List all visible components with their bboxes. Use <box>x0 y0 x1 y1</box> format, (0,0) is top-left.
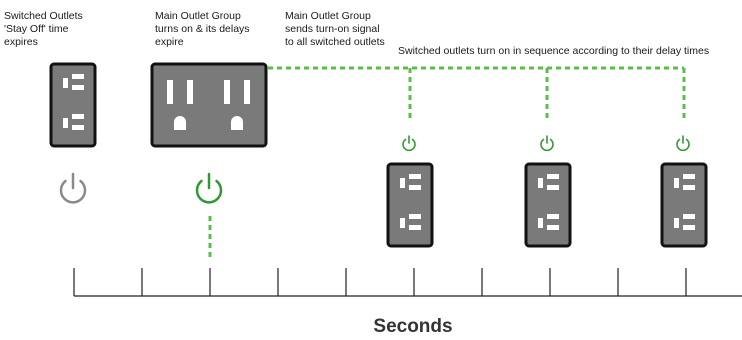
outlet-icon <box>386 162 434 248</box>
power-icon-green <box>195 172 223 204</box>
turn-on-signal-path <box>208 66 686 258</box>
main-group-label-line-3: expire <box>155 36 184 48</box>
axis-title: Seconds <box>373 316 453 337</box>
outlet-icon <box>49 62 97 148</box>
signal-label-line-3: to all switched outlets <box>285 36 385 48</box>
stay-off-label-line-2: 'Stay Off' time <box>4 23 69 35</box>
time-axis <box>73 268 742 297</box>
signal-label-line-2: sends turn-on signal <box>285 23 380 35</box>
signal-label-line-1: Main Outlet Group <box>285 10 371 22</box>
sequence-label: Switched outlets turn on in sequence acc… <box>398 45 710 57</box>
main-outlet-icon <box>150 62 268 148</box>
power-icon-small-2 <box>540 135 554 152</box>
outlet-icon <box>660 162 708 248</box>
power-icon-small-3 <box>676 135 690 152</box>
power-icon-gray <box>59 172 87 204</box>
outlet-icon <box>524 162 572 248</box>
stay-off-label-line-1: Switched Outlets <box>4 10 83 22</box>
stay-off-label-line-3: expires <box>4 36 38 48</box>
power-icon-small-1 <box>402 135 416 152</box>
main-group-label-line-2: turns on & its delays <box>155 23 250 35</box>
main-group-label-line-1: Main Outlet Group <box>155 10 241 22</box>
